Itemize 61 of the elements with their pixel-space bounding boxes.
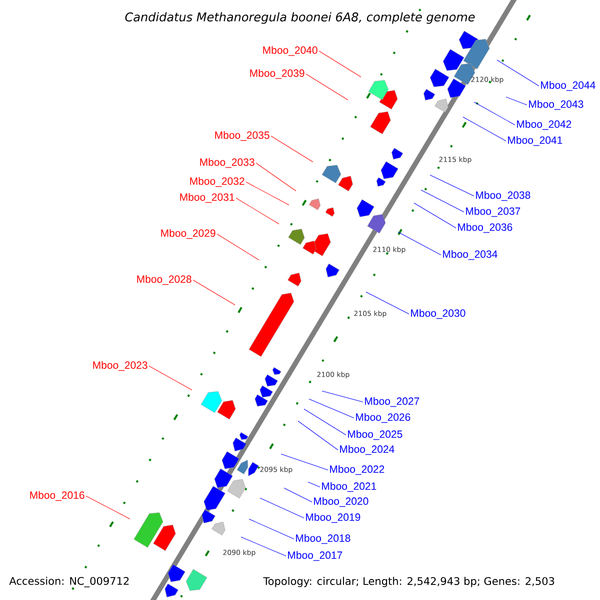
gene-label: Mboo_2030 (411, 309, 466, 319)
gene-label: Mboo_2017 (288, 551, 342, 561)
leader-line (284, 488, 312, 502)
leader-line (86, 496, 130, 520)
gene-label: Mboo_2043 (529, 100, 584, 110)
leader-line (306, 74, 348, 100)
gene-label: Mboo_2041 (508, 136, 562, 146)
leader-line (462, 116, 506, 142)
leader-line (304, 408, 346, 436)
leader-line (322, 390, 364, 402)
gene-label: Mboo_2029 (161, 229, 216, 239)
leader-line (308, 398, 354, 418)
leader-line (366, 292, 410, 314)
leader-line (216, 234, 260, 260)
leader-line (398, 232, 442, 256)
gene-label: Mboo_2039 (250, 69, 304, 79)
gene-label: Mboo_2032 (190, 177, 244, 187)
leader-line (148, 366, 192, 390)
gene-label: Mboo_2034 (443, 250, 498, 260)
title: Candidatus Methanoregula boonei 6A8, complete genome (124, 11, 476, 25)
leader-line (236, 198, 280, 224)
leader-line (506, 96, 528, 106)
leader-line (318, 50, 362, 78)
gene-label: Mboo_2028 (137, 275, 192, 285)
gene-label: Mboo_2022 (330, 465, 384, 475)
leader-line (260, 498, 304, 518)
leader-line (496, 60, 540, 86)
gene-label: Mboo_2019 (306, 513, 360, 523)
leader-line (248, 518, 294, 540)
gene-label: Mboo_2024 (340, 445, 394, 455)
gene-label: Mboo_2040 (263, 46, 318, 56)
gene-label: Mboo_2020 (314, 497, 368, 507)
leader-line (298, 420, 338, 450)
leader-line (308, 482, 320, 488)
gene-label: Mboo_2042 (517, 120, 572, 130)
gene-label: Mboo_2038 (476, 191, 530, 201)
gene-label: Mboo_2031 (180, 193, 234, 203)
leader-line (430, 174, 474, 196)
leader-line (420, 190, 464, 212)
gene-label: Mboo_2018 (296, 534, 350, 544)
leader-line (280, 454, 328, 470)
leader-line (414, 202, 456, 228)
gene-label: Mboo_2044 (541, 81, 596, 91)
leader-line (246, 182, 290, 206)
gene-label: Mboo_2021 (322, 482, 376, 492)
gene-label: Mboo_2016 (30, 491, 84, 501)
leader-line (270, 136, 314, 162)
gene-label: Mboo_2026 (356, 413, 410, 423)
gene-label: Mboo_2027 (365, 397, 420, 407)
info-text: Topology: circular; Length: 2,542,943 bp; Genes: 2,503 (263, 576, 554, 588)
gene-label: Mboo_2037 (466, 207, 520, 217)
leader-line (256, 162, 296, 192)
gene-label: Mboo_2025 (348, 430, 402, 440)
gene-label: Mboo_2036 (458, 223, 512, 233)
info-text: Accession: NC_009712 (9, 576, 129, 588)
leader-line (474, 102, 516, 126)
gene-label: Mboo_2033 (200, 158, 254, 168)
leader-line (192, 280, 236, 306)
leader-line (240, 536, 286, 556)
gene-label: Mboo_2023 (93, 361, 148, 371)
gene-label: Mboo_2035 (215, 131, 270, 141)
